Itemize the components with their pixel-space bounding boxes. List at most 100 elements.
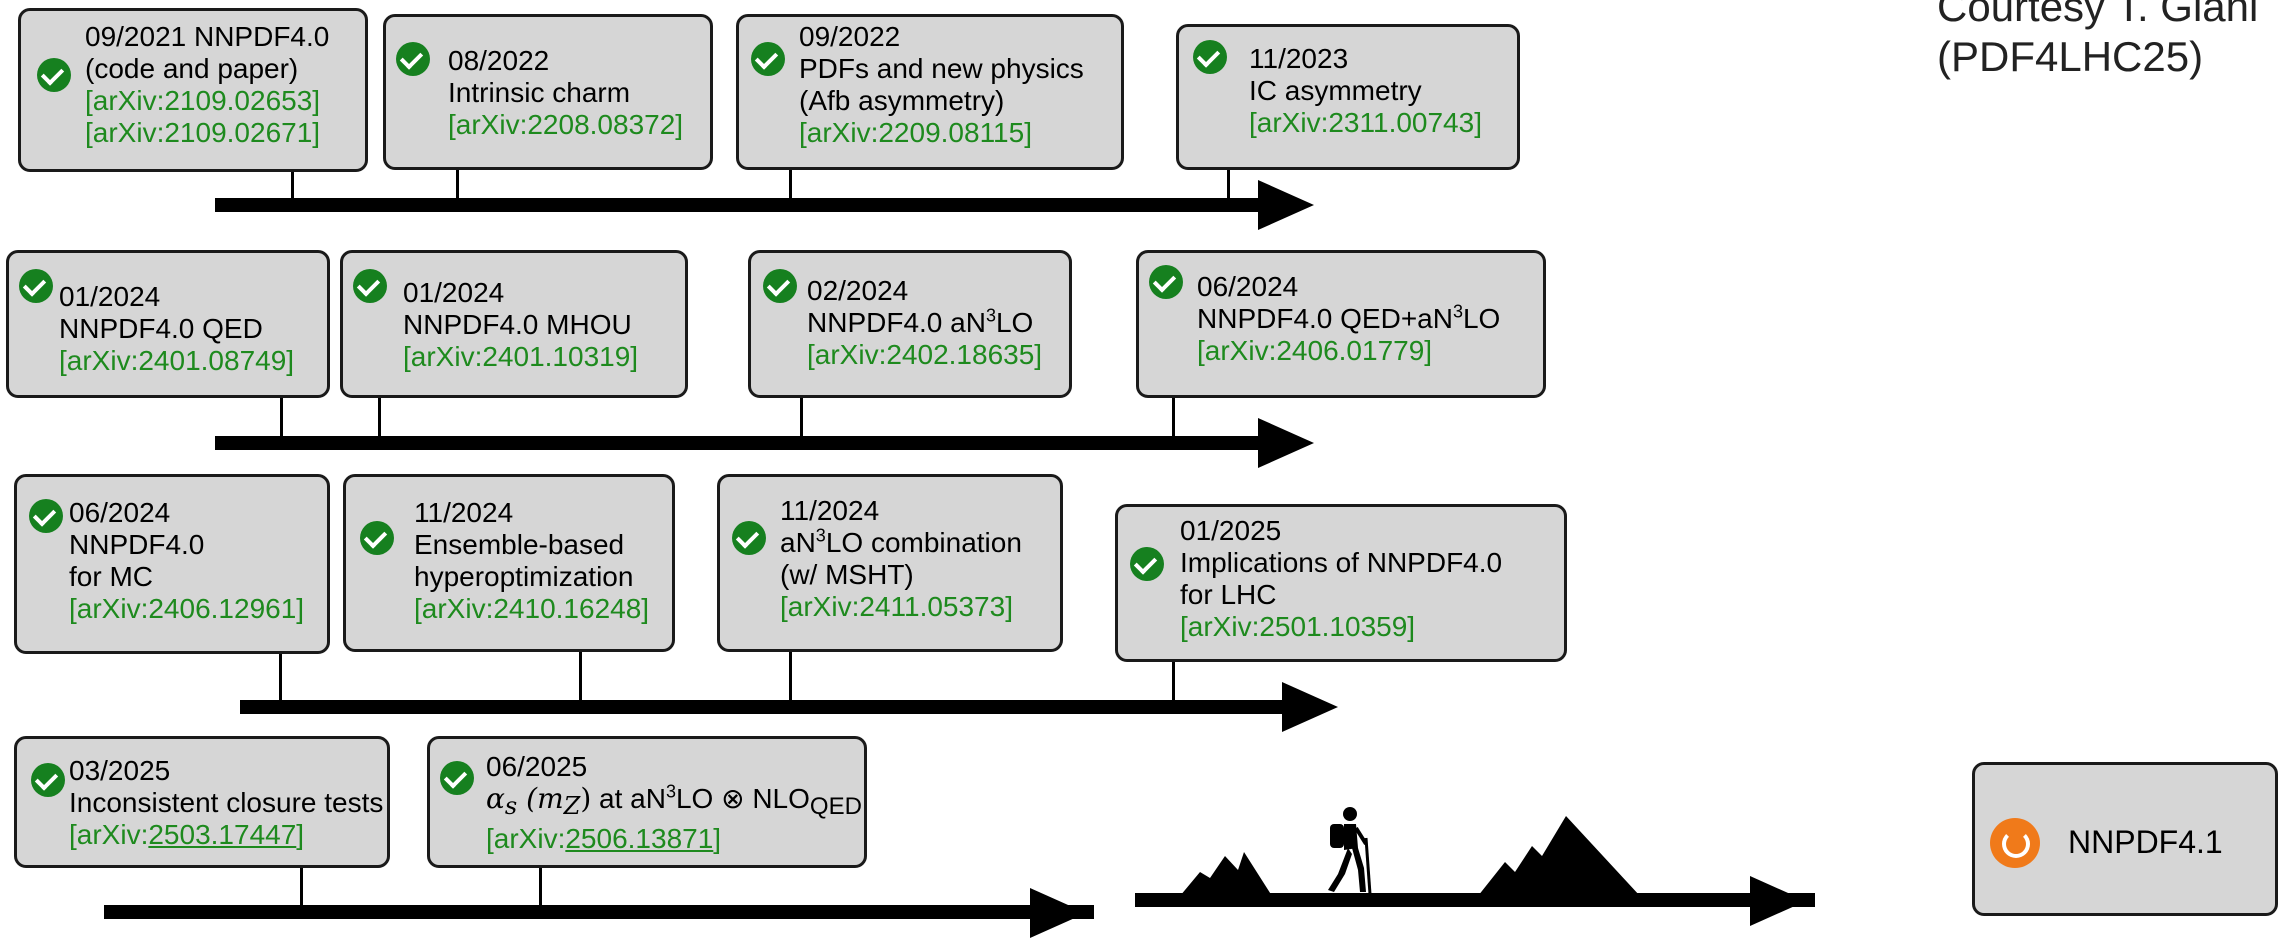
timeline-tick: [378, 396, 381, 438]
timeline-arrow-row1: [215, 198, 1272, 212]
arrow-head-row4: [1030, 888, 1086, 938]
arrow-head-row3: [1282, 682, 1338, 732]
milestone-date: 01/2024: [59, 281, 161, 312]
timeline-tick: [291, 168, 294, 200]
milestone-date: 06/2024: [69, 497, 171, 528]
title-part: NNPDF4.0 QED+aN: [1197, 303, 1453, 334]
arxiv-link[interactable]: [arXiv:2401.08749]: [59, 345, 295, 376]
arxiv-link[interactable]: [arXiv:2109.02653]: [85, 85, 321, 116]
arxiv-link[interactable]: [arXiv:2311.00743]: [1249, 107, 1482, 138]
arxiv-link[interactable]: [arXiv:2503.17447]: [69, 819, 383, 851]
mz-close: ): [580, 782, 592, 815]
milestone-date: 03/2025: [69, 755, 171, 786]
check-icon: [1193, 40, 1227, 74]
arxiv-link[interactable]: [arXiv:2406.12961]: [69, 593, 305, 624]
milestone-text: 03/2025 Inconsistent closure tests [arXi…: [69, 755, 383, 851]
timeline-tick: [789, 648, 792, 706]
milestone-text: 06/2024 NNPDF4.0 for MC [arXiv:2406.1296…: [69, 497, 304, 625]
milestone-text: 09/2021 NNPDF4.0 (code and paper) [arXiv…: [85, 21, 329, 149]
superscript: 3: [985, 305, 996, 326]
milestone-date: 08/2022: [448, 45, 550, 76]
milestone-box: 06/2025 αs (mZ) at aN3LO ⊗ NLOQED [arXiv…: [427, 736, 867, 868]
milestone-box: 09/2021 NNPDF4.0 (code and paper) [arXiv…: [18, 8, 368, 172]
check-icon: [19, 269, 53, 303]
milestone-date: 06/2025: [486, 751, 588, 782]
mz-subscript: Z: [563, 792, 581, 820]
check-icon: [751, 42, 785, 76]
milestone-date: 06/2024: [1197, 271, 1299, 302]
milestone-text: 06/2025 αs (mZ) at aN3LO ⊗ NLOQED [arXiv…: [486, 751, 862, 855]
ref-number[interactable]: 2503.17447: [148, 819, 297, 850]
milestone-box: 02/2024 NNPDF4.0 aN3LO [arXiv:2402.18635…: [748, 250, 1072, 398]
milestone-text: 02/2024 NNPDF4.0 aN3LO [arXiv:2402.18635…: [807, 275, 1042, 371]
milestone-date: 11/2024: [414, 497, 514, 528]
milestone-box: 09/2022 PDFs and new physics (Afb asymme…: [736, 14, 1124, 170]
milestone-date: 02/2024: [807, 275, 909, 306]
timeline-tick: [789, 166, 792, 200]
arxiv-link[interactable]: [arXiv:2406.01779]: [1197, 335, 1433, 366]
milestone-text: 01/2024 NNPDF4.0 QED [arXiv:2401.08749]: [59, 281, 294, 377]
milestone-subtitle: (Afb asymmetry): [799, 85, 1005, 116]
check-icon: [353, 269, 387, 303]
milestone-title: NNPDF4.0 MHOU: [403, 309, 632, 340]
timeline-tick: [579, 648, 582, 706]
title-part: aN: [780, 527, 816, 558]
milestone-title: Intrinsic charm: [448, 77, 631, 108]
milestone-title: NNPDF4.0: [69, 529, 205, 560]
arxiv-link[interactable]: [arXiv:2506.13871]: [486, 823, 862, 855]
milestone-date: 01/2025: [1180, 515, 1282, 546]
timeline-tick: [1172, 660, 1175, 706]
hiker-icon: [1328, 807, 1372, 895]
milestone-title: NNPDF4.0 QED+aN3LO: [1197, 303, 1500, 335]
milestone-text: 11/2024 aN3LO combination (w/ MSHT) [arX…: [780, 495, 1022, 623]
arxiv-link[interactable]: [arXiv:2501.10359]: [1180, 611, 1416, 642]
timeline-tick: [280, 396, 283, 438]
milestone-box: 06/2024 NNPDF4.0 for MC [arXiv:2406.1296…: [14, 474, 330, 654]
arxiv-link[interactable]: [arXiv:2208.08372]: [448, 109, 684, 140]
check-icon: [360, 521, 394, 555]
milestone-text: 06/2024 NNPDF4.0 QED+aN3LO [arXiv:2406.0…: [1197, 271, 1500, 367]
timeline-tick: [456, 168, 459, 200]
check-icon: [29, 499, 63, 533]
milestone-title: PDFs and new physics: [799, 53, 1084, 84]
arrow-head-row2: [1258, 418, 1314, 468]
title-part: LO: [995, 307, 1034, 338]
superscript: 3: [1452, 301, 1463, 322]
milestone-text: 11/2023 IC asymmetry [arXiv:2311.00743]: [1249, 43, 1482, 139]
milestone-box: 11/2024 Ensemble-based hyperoptimization…: [343, 474, 675, 652]
milestone-text: 01/2025 Implications of NNPDF4.0 for LHC…: [1180, 515, 1502, 643]
milestone-subtitle: for MC: [69, 561, 153, 592]
timeline-arrow-row2: [215, 436, 1272, 450]
courtesy-text: Courtesy T. Giani (PDF4LHC25): [1937, 0, 2258, 82]
next-release-label: NNPDF4.1: [2068, 824, 2223, 860]
milestone-text: 11/2024 Ensemble-based hyperoptimization…: [414, 497, 649, 625]
arxiv-link[interactable]: [arXiv:2401.10319]: [403, 341, 639, 372]
milestone-date: 11/2023: [1249, 43, 1349, 74]
milestone-title: Implications of NNPDF4.0: [1180, 547, 1503, 578]
title-part: NNPDF4.0 aN: [807, 307, 986, 338]
milestone-box: 08/2022 Intrinsic charm [arXiv:2208.0837…: [383, 14, 713, 170]
ref-part: ]: [296, 819, 305, 850]
mountains-icon: [1180, 816, 1640, 896]
arxiv-link[interactable]: [arXiv:2402.18635]: [807, 339, 1043, 370]
superscript: 3: [815, 525, 826, 546]
timeline-tick: [1227, 166, 1230, 200]
qed-subscript: QED: [809, 793, 862, 820]
milestone-subtitle: (w/ MSHT): [780, 559, 914, 590]
arrow-head-row1: [1258, 180, 1314, 230]
check-icon: [1149, 265, 1183, 299]
milestone-title: IC asymmetry: [1249, 75, 1422, 106]
arxiv-link[interactable]: [arXiv:2209.08115]: [799, 117, 1032, 148]
ref-part: ]: [713, 823, 722, 854]
title-part: at aN: [591, 783, 666, 814]
future-timeline-arrow: [1135, 893, 1815, 907]
milestone-text: 01/2024 NNPDF4.0 MHOU [arXiv:2401.10319]: [403, 277, 638, 373]
arrow-head-future: [1750, 876, 1806, 926]
milestone-date: 09/2021 NNPDF4.0: [85, 21, 330, 52]
arxiv-link[interactable]: [arXiv:2410.16248]: [414, 593, 650, 624]
arxiv-link[interactable]: [arXiv:2109.02671]: [85, 117, 321, 148]
milestone-title: NNPDF4.0 aN3LO: [807, 307, 1042, 339]
timeline-tick: [300, 866, 303, 908]
ref-number[interactable]: 2506.13871: [565, 823, 714, 854]
arxiv-link[interactable]: [arXiv:2411.05373]: [780, 591, 1013, 622]
